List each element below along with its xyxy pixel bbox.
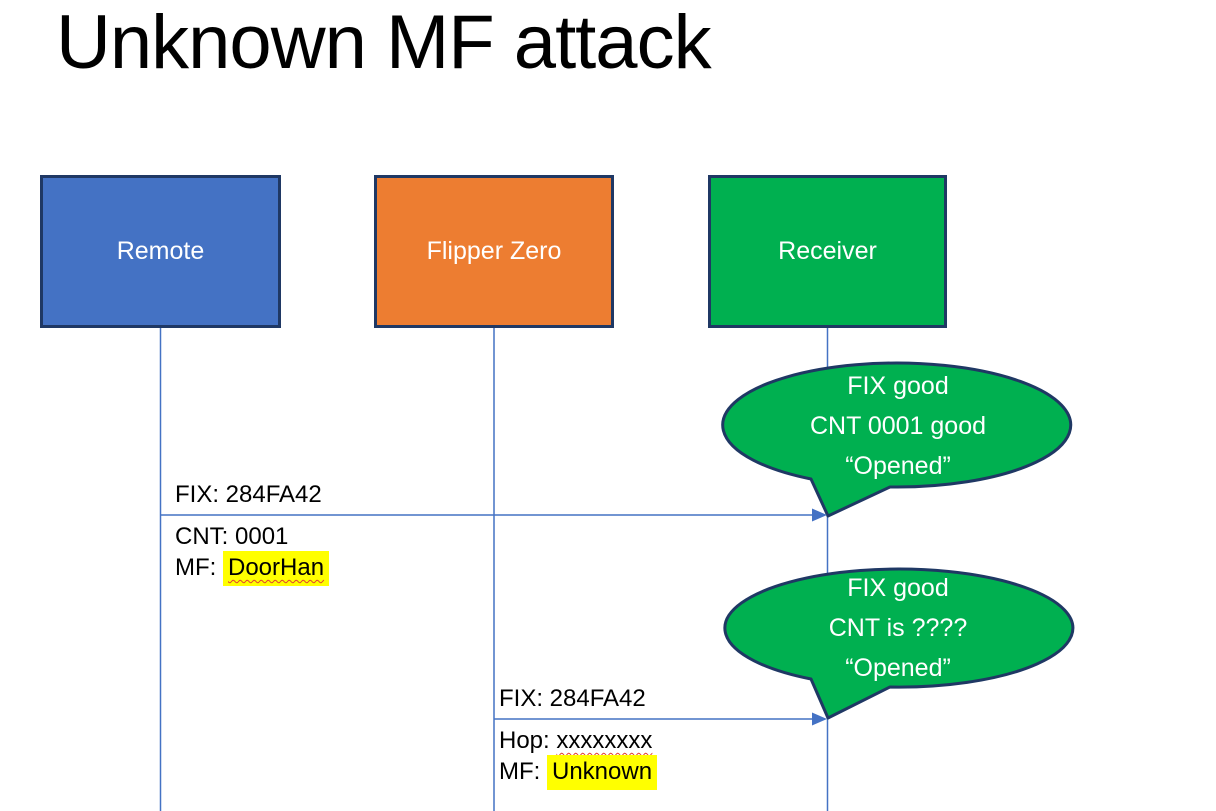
callout-1-line-2: CNT 0001 good	[809, 412, 987, 440]
message-1-label-below-1: CNT: 0001	[175, 523, 289, 550]
message-2-hop-prefix: Hop:	[499, 727, 557, 754]
callout-1-text: FIX good CNT 0001 good “Opened”	[748, 366, 1048, 486]
callout-2-line-1: FIX good	[847, 574, 949, 602]
message-1-mf-value-highlighted: DoorHan	[223, 551, 330, 586]
message-1-mf-prefix: MF:	[175, 554, 223, 581]
actor-box-flipper-zero: Flipper Zero	[374, 175, 614, 328]
actor-label-flipper-zero: Flipper Zero	[426, 237, 562, 265]
message-2-label-above: FIX: 284FA42	[499, 685, 646, 712]
callout-bubble-2	[723, 567, 1075, 720]
message-2-mf-prefix: MF:	[499, 758, 547, 785]
message-2-mf-value-highlighted: Unknown	[547, 755, 658, 790]
message-arrow-2-head-icon	[812, 712, 827, 726]
message-1-label-below-2: MF: DoorHan	[175, 551, 330, 586]
callout-bubble-1	[721, 361, 1073, 518]
message-2-label-below-1: Hop: xxxxxxxx	[499, 726, 652, 756]
callout-2-line-3: “Opened”	[845, 654, 951, 682]
actor-label-receiver: Receiver	[778, 237, 877, 265]
message-2-hop-value-underlined: xxxxxxxx	[556, 727, 653, 754]
message-2-label-below-2: MF: Unknown	[499, 755, 658, 790]
callout-1-line-1: FIX good	[847, 372, 949, 400]
actor-box-remote: Remote	[40, 175, 281, 328]
callout-1-line-3: “Opened”	[845, 452, 951, 480]
actor-label-remote: Remote	[116, 237, 205, 265]
callout-2-text: FIX good CNT is ???? “Opened”	[748, 568, 1048, 688]
actor-box-receiver: Receiver	[708, 175, 947, 328]
message-1-label-above: FIX: 284FA42	[175, 481, 322, 508]
slide-title: Unknown MF attack	[56, 0, 712, 85]
callout-2-line-2: CNT is ????	[828, 614, 968, 642]
message-arrow-1-head-icon	[812, 508, 827, 522]
